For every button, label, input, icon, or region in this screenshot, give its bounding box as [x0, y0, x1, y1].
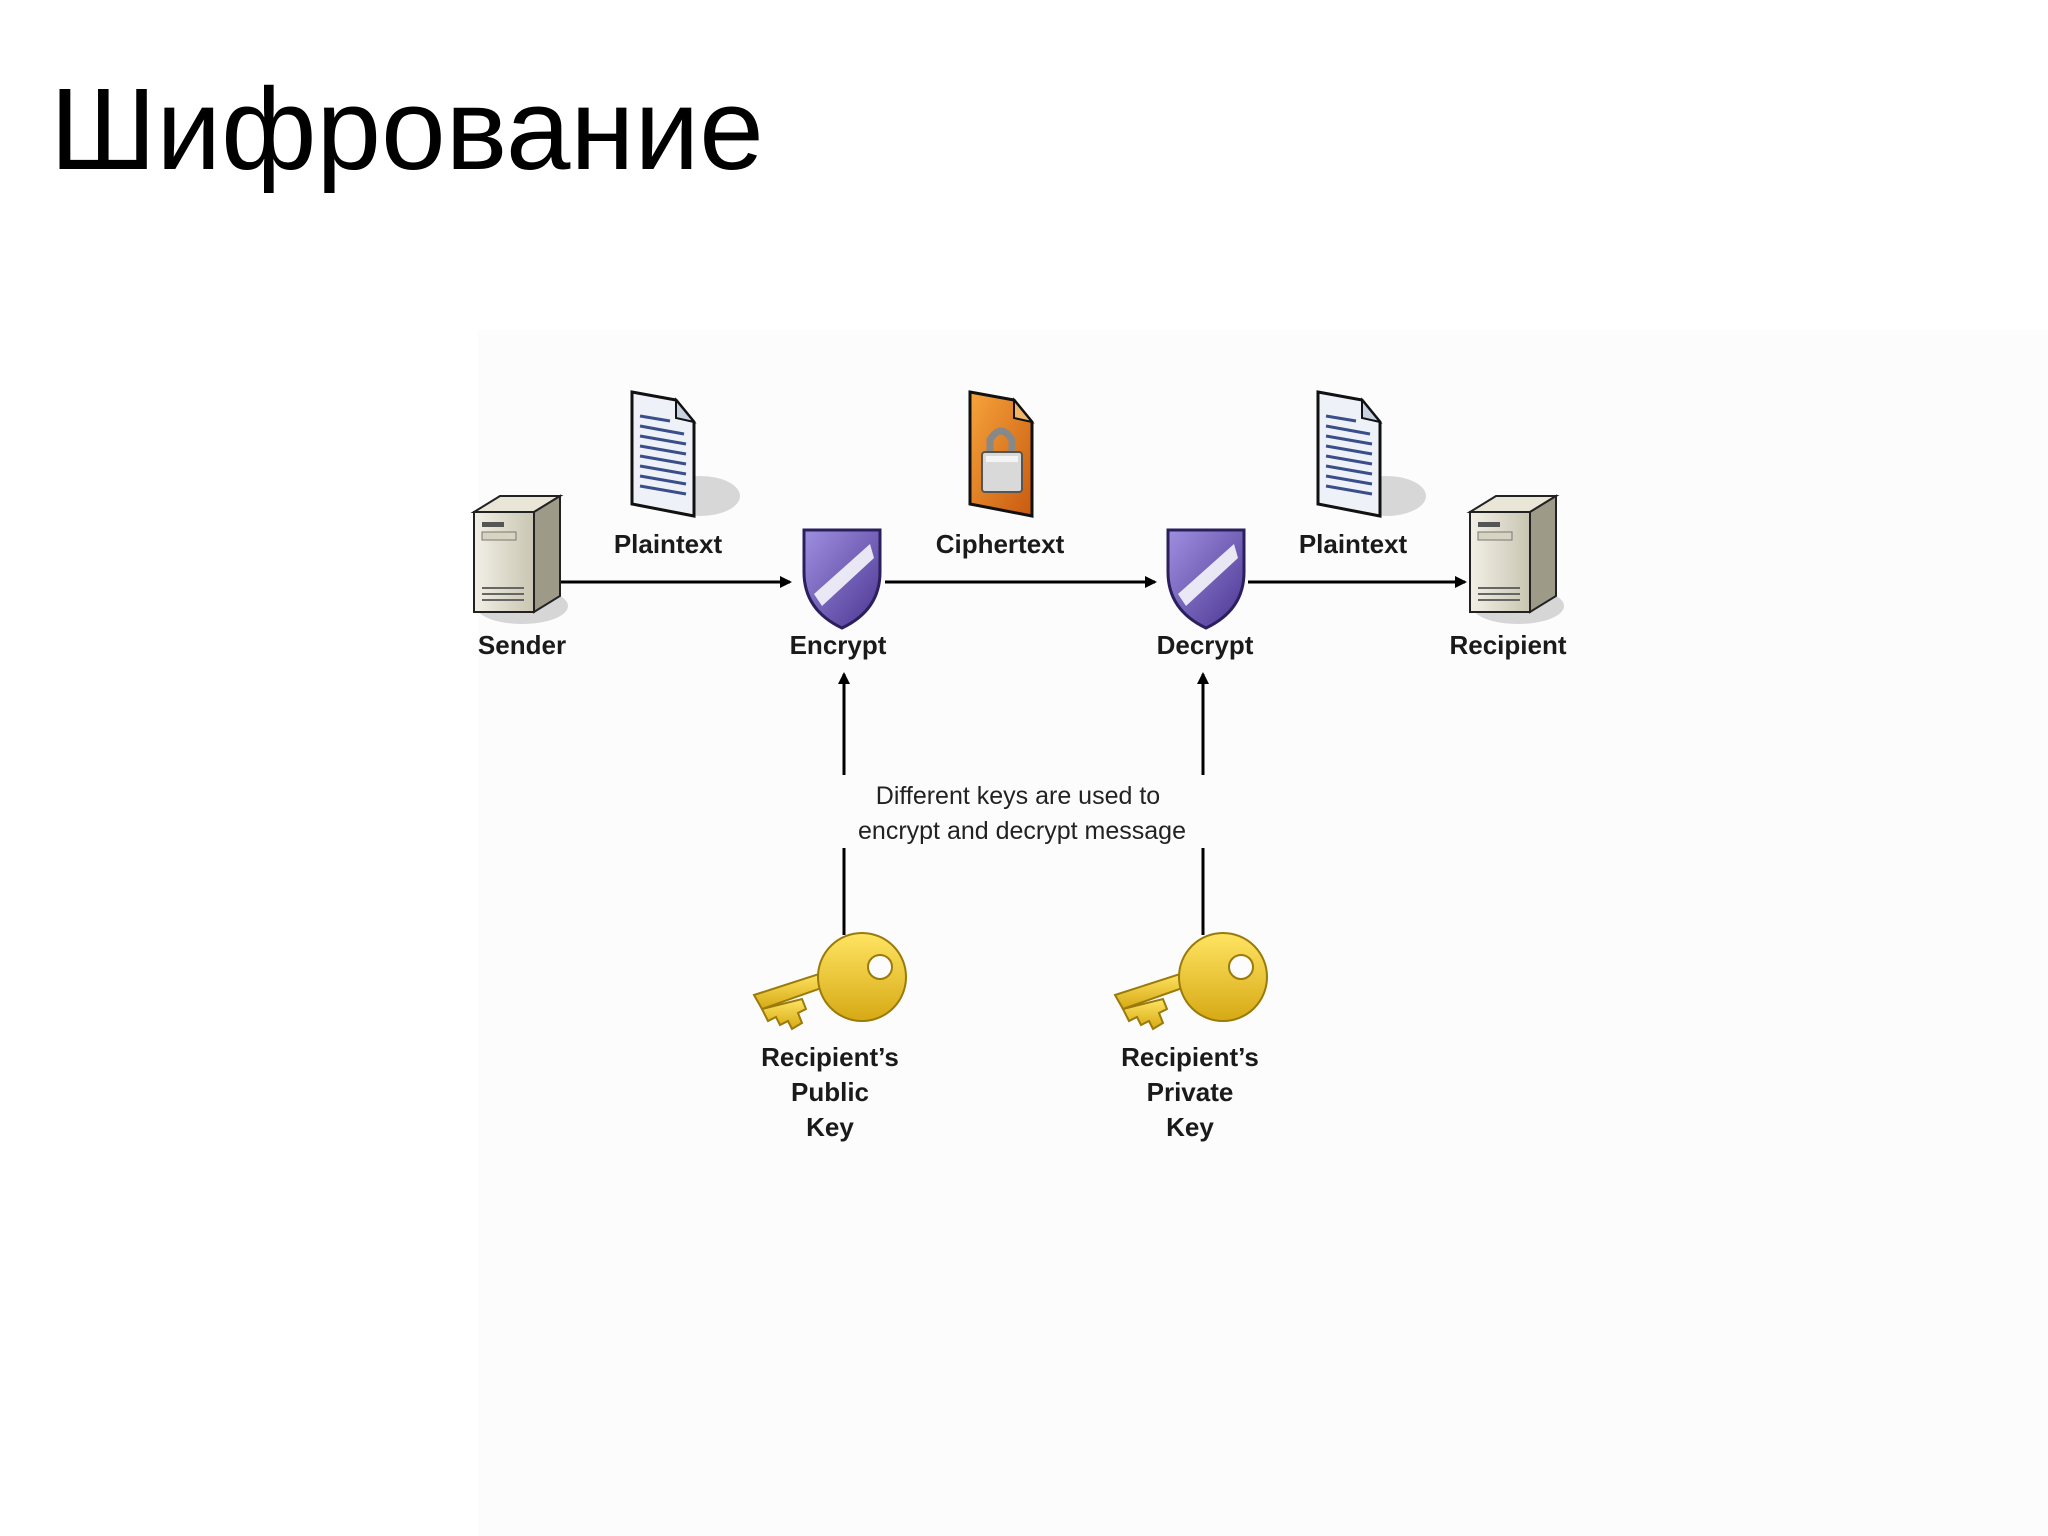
decrypt-label: Decrypt	[1157, 630, 1254, 660]
ciphertext-label: Ciphertext	[936, 529, 1065, 559]
recipient-label: Recipient	[1449, 630, 1566, 660]
encrypt-label: Encrypt	[790, 630, 887, 660]
key-icon	[1113, 932, 1268, 1031]
shield-icon	[802, 528, 882, 630]
private-key-label-line1: Recipient’s	[1121, 1042, 1259, 1072]
key-icon	[752, 932, 907, 1031]
locked-document-icon	[968, 390, 1035, 518]
server-icon	[1466, 494, 1564, 624]
sender-label: Sender	[478, 630, 566, 660]
keys-note-line1: Different keys are used to	[876, 782, 1160, 810]
diagram-background	[478, 330, 2048, 1536]
server-icon	[470, 494, 568, 624]
private-key-label-line3: Key	[1166, 1112, 1214, 1142]
keys-note-line2: encrypt and decrypt message	[858, 817, 1186, 845]
private-key-label-line2: Private	[1147, 1077, 1234, 1107]
public-key-label-line3: Key	[806, 1112, 854, 1142]
public-key-label-line1: Recipient’s	[761, 1042, 899, 1072]
plaintext-in-label: Plaintext	[614, 529, 723, 559]
document-icon	[1316, 390, 1426, 518]
plaintext-out-label: Plaintext	[1299, 529, 1408, 559]
shield-icon	[1166, 528, 1246, 630]
public-key-label-line2: Public	[791, 1077, 869, 1107]
page-title: Шифрование	[50, 64, 764, 194]
document-icon	[630, 390, 740, 518]
